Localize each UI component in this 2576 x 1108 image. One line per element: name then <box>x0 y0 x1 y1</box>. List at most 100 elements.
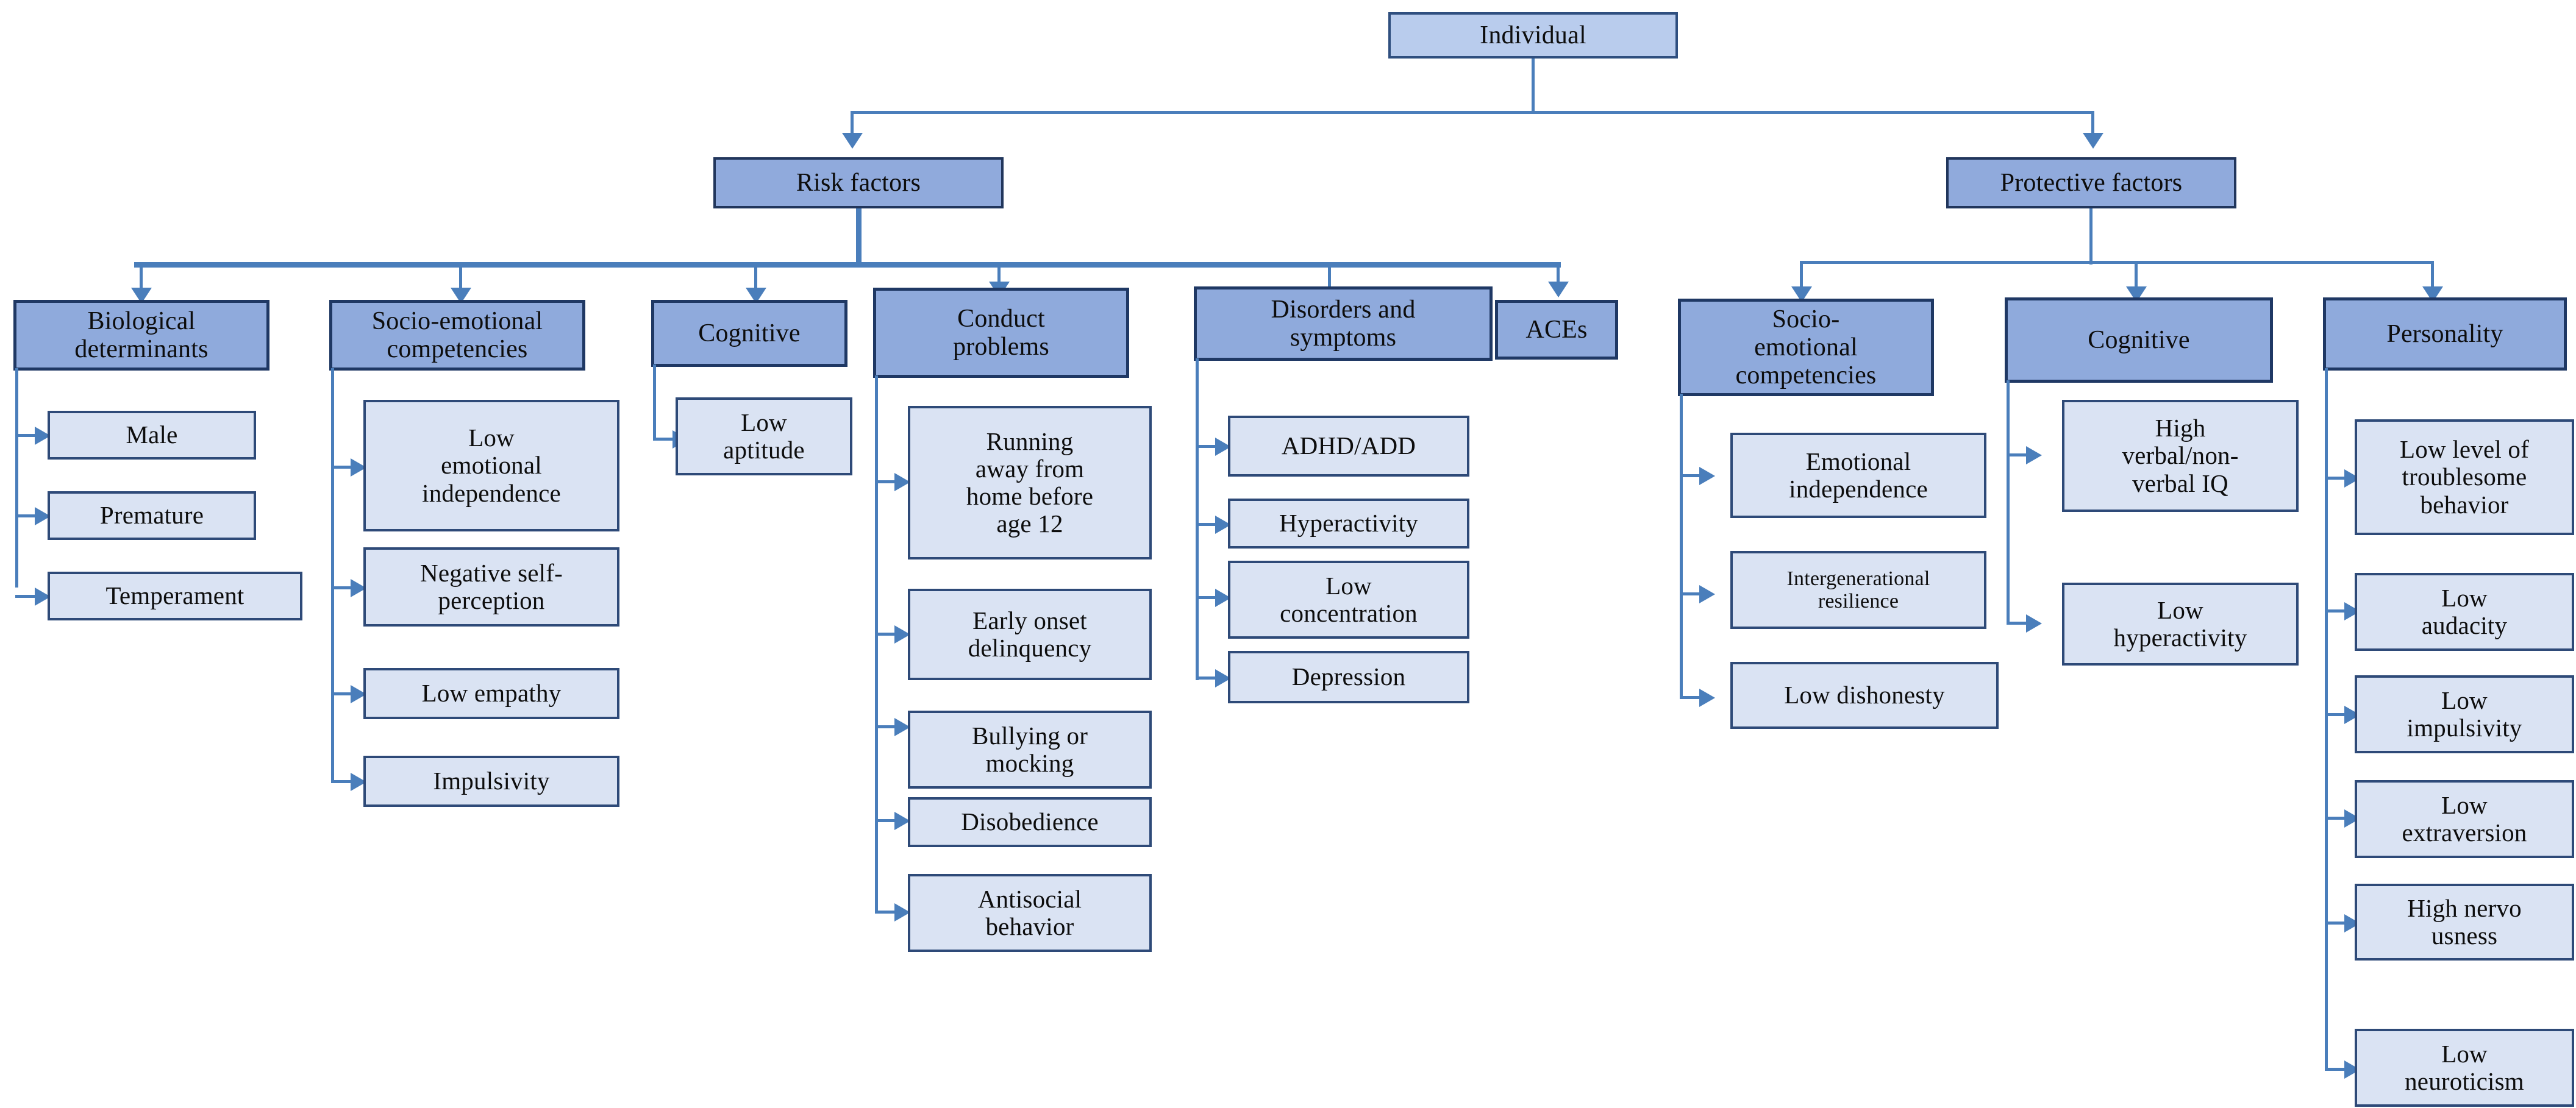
connector-stub-bullying-or-mocking <box>875 725 898 728</box>
connector-risk-drop-1 <box>140 262 143 290</box>
leaf-low-concentration[interactable]: Low concentration <box>1228 561 1469 639</box>
leaf-high-nervousness[interactable]: High nervo usness <box>2355 884 2574 961</box>
connector-spine-socio-protective <box>1680 394 1683 698</box>
node-individual[interactable]: Individual <box>1388 12 1678 59</box>
leaf-high-verbal-nonverbal-iq[interactable]: High verbal/non- verbal IQ <box>2062 400 2299 512</box>
leaf-negative-self-perception[interactable]: Negative self- perception <box>363 547 619 627</box>
leaf-disobedience[interactable]: Disobedience <box>908 797 1152 847</box>
node-protective-factors[interactable]: Protective factors <box>1946 157 2236 208</box>
connector-risk-bus <box>134 262 1561 268</box>
connector-risk-drop-4 <box>997 262 1001 284</box>
arrow-to-low-hyperactivity <box>2026 614 2042 633</box>
connector-protective-drop-2 <box>2135 261 2138 289</box>
category-cognitive-risk[interactable]: Cognitive <box>651 300 847 367</box>
leaf-adhd-add[interactable]: ADHD/ADD <box>1228 416 1469 477</box>
connector-protective-drop-3 <box>2431 261 2434 289</box>
leaf-temperament[interactable]: Temperament <box>48 572 302 620</box>
connector-stub-high-verbal-nonverbal-iq <box>2007 453 2030 456</box>
arrow-to-intergenerational-resilience <box>1699 585 1715 603</box>
connector-stub-intergenerational-resilience <box>1680 592 1703 595</box>
connector-stub-low-neuroticism <box>2325 1068 2348 1071</box>
leaf-low-emotional-independence[interactable]: Low emotional independence <box>363 400 619 531</box>
category-biological-determinants[interactable]: Biological determinants <box>13 300 269 371</box>
connector-stub-disobedience <box>875 819 898 822</box>
leaf-low-audacity[interactable]: Low audacity <box>2355 573 2574 651</box>
connector-risk-drop-3 <box>754 262 757 290</box>
leaf-running-away-from-home[interactable]: Running away from home before age 12 <box>908 406 1152 559</box>
arrow-to-emotional-independence <box>1699 467 1715 485</box>
arrow-to-protective-factors <box>2083 133 2103 149</box>
category-personality[interactable]: Personality <box>2323 297 2567 371</box>
connector-top-right-drop <box>2091 111 2094 135</box>
leaf-early-onset-delinquency[interactable]: Early onset delinquency <box>908 589 1152 680</box>
connector-stub-low-emotional-independence <box>331 466 354 469</box>
leaf-low-aptitude[interactable]: Low aptitude <box>676 397 852 475</box>
connector-protective-drop-1 <box>1800 261 1803 289</box>
category-socio-emotional-risk[interactable]: Socio-emotional competencies <box>329 300 585 371</box>
connector-stub-negative-self-perception <box>331 586 354 589</box>
leaf-low-neuroticism[interactable]: Low neuroticism <box>2355 1029 2574 1107</box>
leaf-low-level-of-troublesome-behavior[interactable]: Low level of troublesome behavior <box>2355 419 2574 535</box>
leaf-impulsivity[interactable]: Impulsivity <box>363 756 619 807</box>
connector-stub-hyperactivity <box>1196 523 1219 526</box>
connector-stub-premature <box>15 514 38 517</box>
connector-stub-depression <box>1196 677 1219 680</box>
leaf-premature[interactable]: Premature <box>48 491 256 540</box>
connector-spine-disorders <box>1196 358 1199 680</box>
connector-stub-low-concentration <box>1196 596 1219 599</box>
connector-protective-stem <box>2089 208 2093 265</box>
connector-stub-antisocial-behavior <box>875 911 898 914</box>
connector-individual-stem <box>1532 59 1535 112</box>
connector-stub-low-extraversion <box>2325 817 2348 820</box>
arrow-to-bullying-or-mocking <box>894 718 910 736</box>
category-aces[interactable]: ACEs <box>1495 300 1618 360</box>
leaf-hyperactivity[interactable]: Hyperactivity <box>1228 499 1469 549</box>
connector-stub-male <box>15 434 38 437</box>
connector-stub-low-audacity <box>2325 609 2348 613</box>
connector-spine-conduct <box>875 375 878 913</box>
arrow-to-early-onset-delinquency <box>894 625 910 644</box>
connector-risk-drop-2 <box>459 262 462 290</box>
leaf-intergenerational-resilience[interactable]: Intergenerational resilience <box>1730 551 1986 629</box>
arrow-to-low-dishonesty <box>1699 689 1715 707</box>
leaf-low-dishonesty[interactable]: Low dishonesty <box>1730 662 1999 729</box>
connector-spine-cognitive-risk <box>653 364 656 440</box>
connector-stub-early-onset-delinquency <box>875 633 898 636</box>
category-disorders-and-symptoms[interactable]: Disorders and symptoms <box>1194 286 1493 361</box>
connector-stub-low-impulsivity <box>2325 713 2348 716</box>
leaf-low-impulsivity[interactable]: Low impulsivity <box>2355 675 2574 753</box>
connector-spine-socio-risk <box>331 368 334 783</box>
arrow-to-risk-factors <box>842 133 863 149</box>
connector-stub-running-away <box>875 480 898 483</box>
connector-stub-low-dishonesty <box>1680 696 1703 699</box>
leaf-low-extraversion[interactable]: Low extraversion <box>2355 780 2574 858</box>
connector-top-bus <box>851 111 2094 114</box>
leaf-antisocial-behavior[interactable]: Antisocial behavior <box>908 874 1152 952</box>
category-conduct-problems[interactable]: Conduct problems <box>873 288 1129 378</box>
arrow-to-aces <box>1548 282 1569 297</box>
connector-stub-low-level-troublesome-behavior <box>2325 477 2348 480</box>
connector-risk-stem <box>856 208 862 265</box>
connector-stub-temperament <box>15 595 38 598</box>
connector-risk-drop-5 <box>1328 262 1331 290</box>
connector-top-left-drop <box>851 111 854 135</box>
connector-stub-impulsivity <box>331 780 354 783</box>
leaf-depression[interactable]: Depression <box>1228 651 1469 703</box>
arrow-to-running-away <box>894 473 910 491</box>
connector-spine-personality <box>2325 368 2328 1069</box>
leaf-bullying-or-mocking[interactable]: Bullying or mocking <box>908 711 1152 789</box>
arrow-to-high-verbal-nonverbal-iq <box>2026 446 2042 464</box>
leaf-low-hyperactivity[interactable]: Low hyperactivity <box>2062 583 2299 666</box>
node-risk-factors[interactable]: Risk factors <box>713 157 1004 208</box>
connector-stub-low-aptitude <box>653 438 676 441</box>
category-cognitive-protective[interactable]: Cognitive <box>2005 297 2273 383</box>
leaf-emotional-independence[interactable]: Emotional independence <box>1730 433 1986 518</box>
connector-stub-emotional-independence <box>1680 474 1703 477</box>
connector-stub-low-empathy <box>331 692 354 695</box>
connector-risk-drop-6 <box>1557 262 1560 284</box>
leaf-male[interactable]: Male <box>48 411 256 460</box>
arrow-to-antisocial-behavior <box>894 903 910 922</box>
leaf-low-empathy[interactable]: Low empathy <box>363 668 619 719</box>
category-socio-emotional-protective[interactable]: Socio- emotional competencies <box>1678 299 1934 396</box>
